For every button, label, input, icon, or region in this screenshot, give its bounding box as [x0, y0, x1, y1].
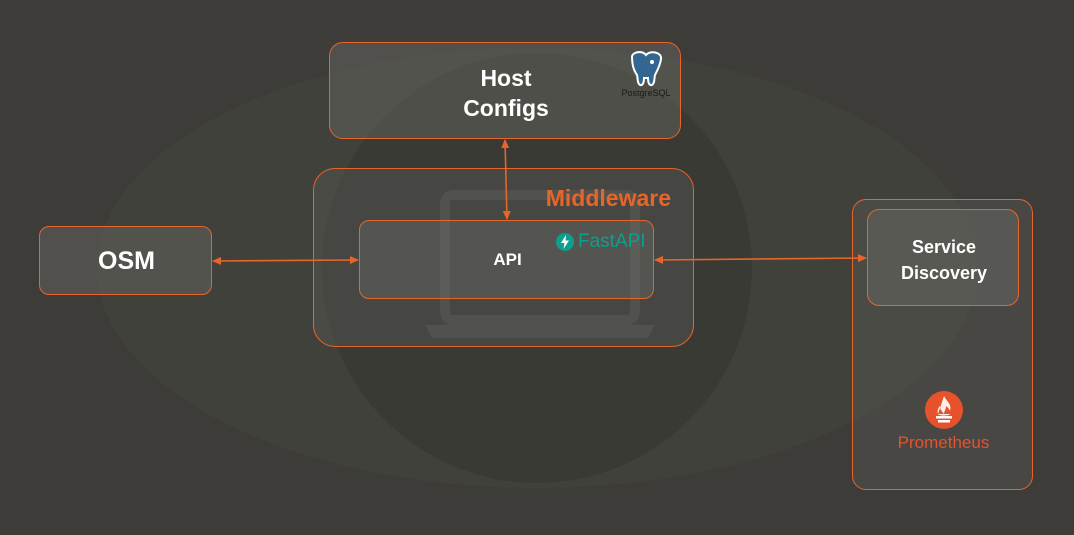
middleware-title: Middleware — [545, 185, 671, 211]
postgresql-logo-text: PostgreSQL — [621, 88, 671, 98]
prometheus-container[interactable]: Prometheus — [852, 199, 1033, 490]
service-discovery-box[interactable]: Service Discovery — [867, 209, 1019, 306]
service-discovery-label: Service Discovery — [868, 234, 1020, 286]
service-discovery-line2: Discovery — [900, 263, 988, 283]
fastapi-logo-text: FastAPI — [578, 231, 646, 252]
lightning-icon — [556, 233, 574, 251]
host-configs-line2: Configs — [463, 95, 549, 121]
api-box[interactable]: API FastAPI — [359, 220, 654, 299]
elephant-icon — [630, 51, 662, 87]
host-configs-box[interactable]: Host Configs PostgreSQL — [329, 42, 681, 139]
service-discovery-line1: Service — [911, 237, 977, 257]
osm-label: OSM — [98, 247, 155, 275]
fastapi-logo: FastAPI — [555, 231, 646, 253]
prometheus-logo: Prometheus — [853, 390, 1034, 453]
prometheus-logo-text: Prometheus — [897, 433, 990, 452]
host-configs-label: Host Configs — [330, 63, 682, 123]
osm-box[interactable]: OSM — [39, 226, 212, 295]
postgresql-logo: PostgreSQL — [616, 51, 676, 101]
host-configs-line1: Host — [480, 65, 532, 91]
flame-icon — [924, 391, 963, 429]
api-label: API — [493, 250, 522, 269]
